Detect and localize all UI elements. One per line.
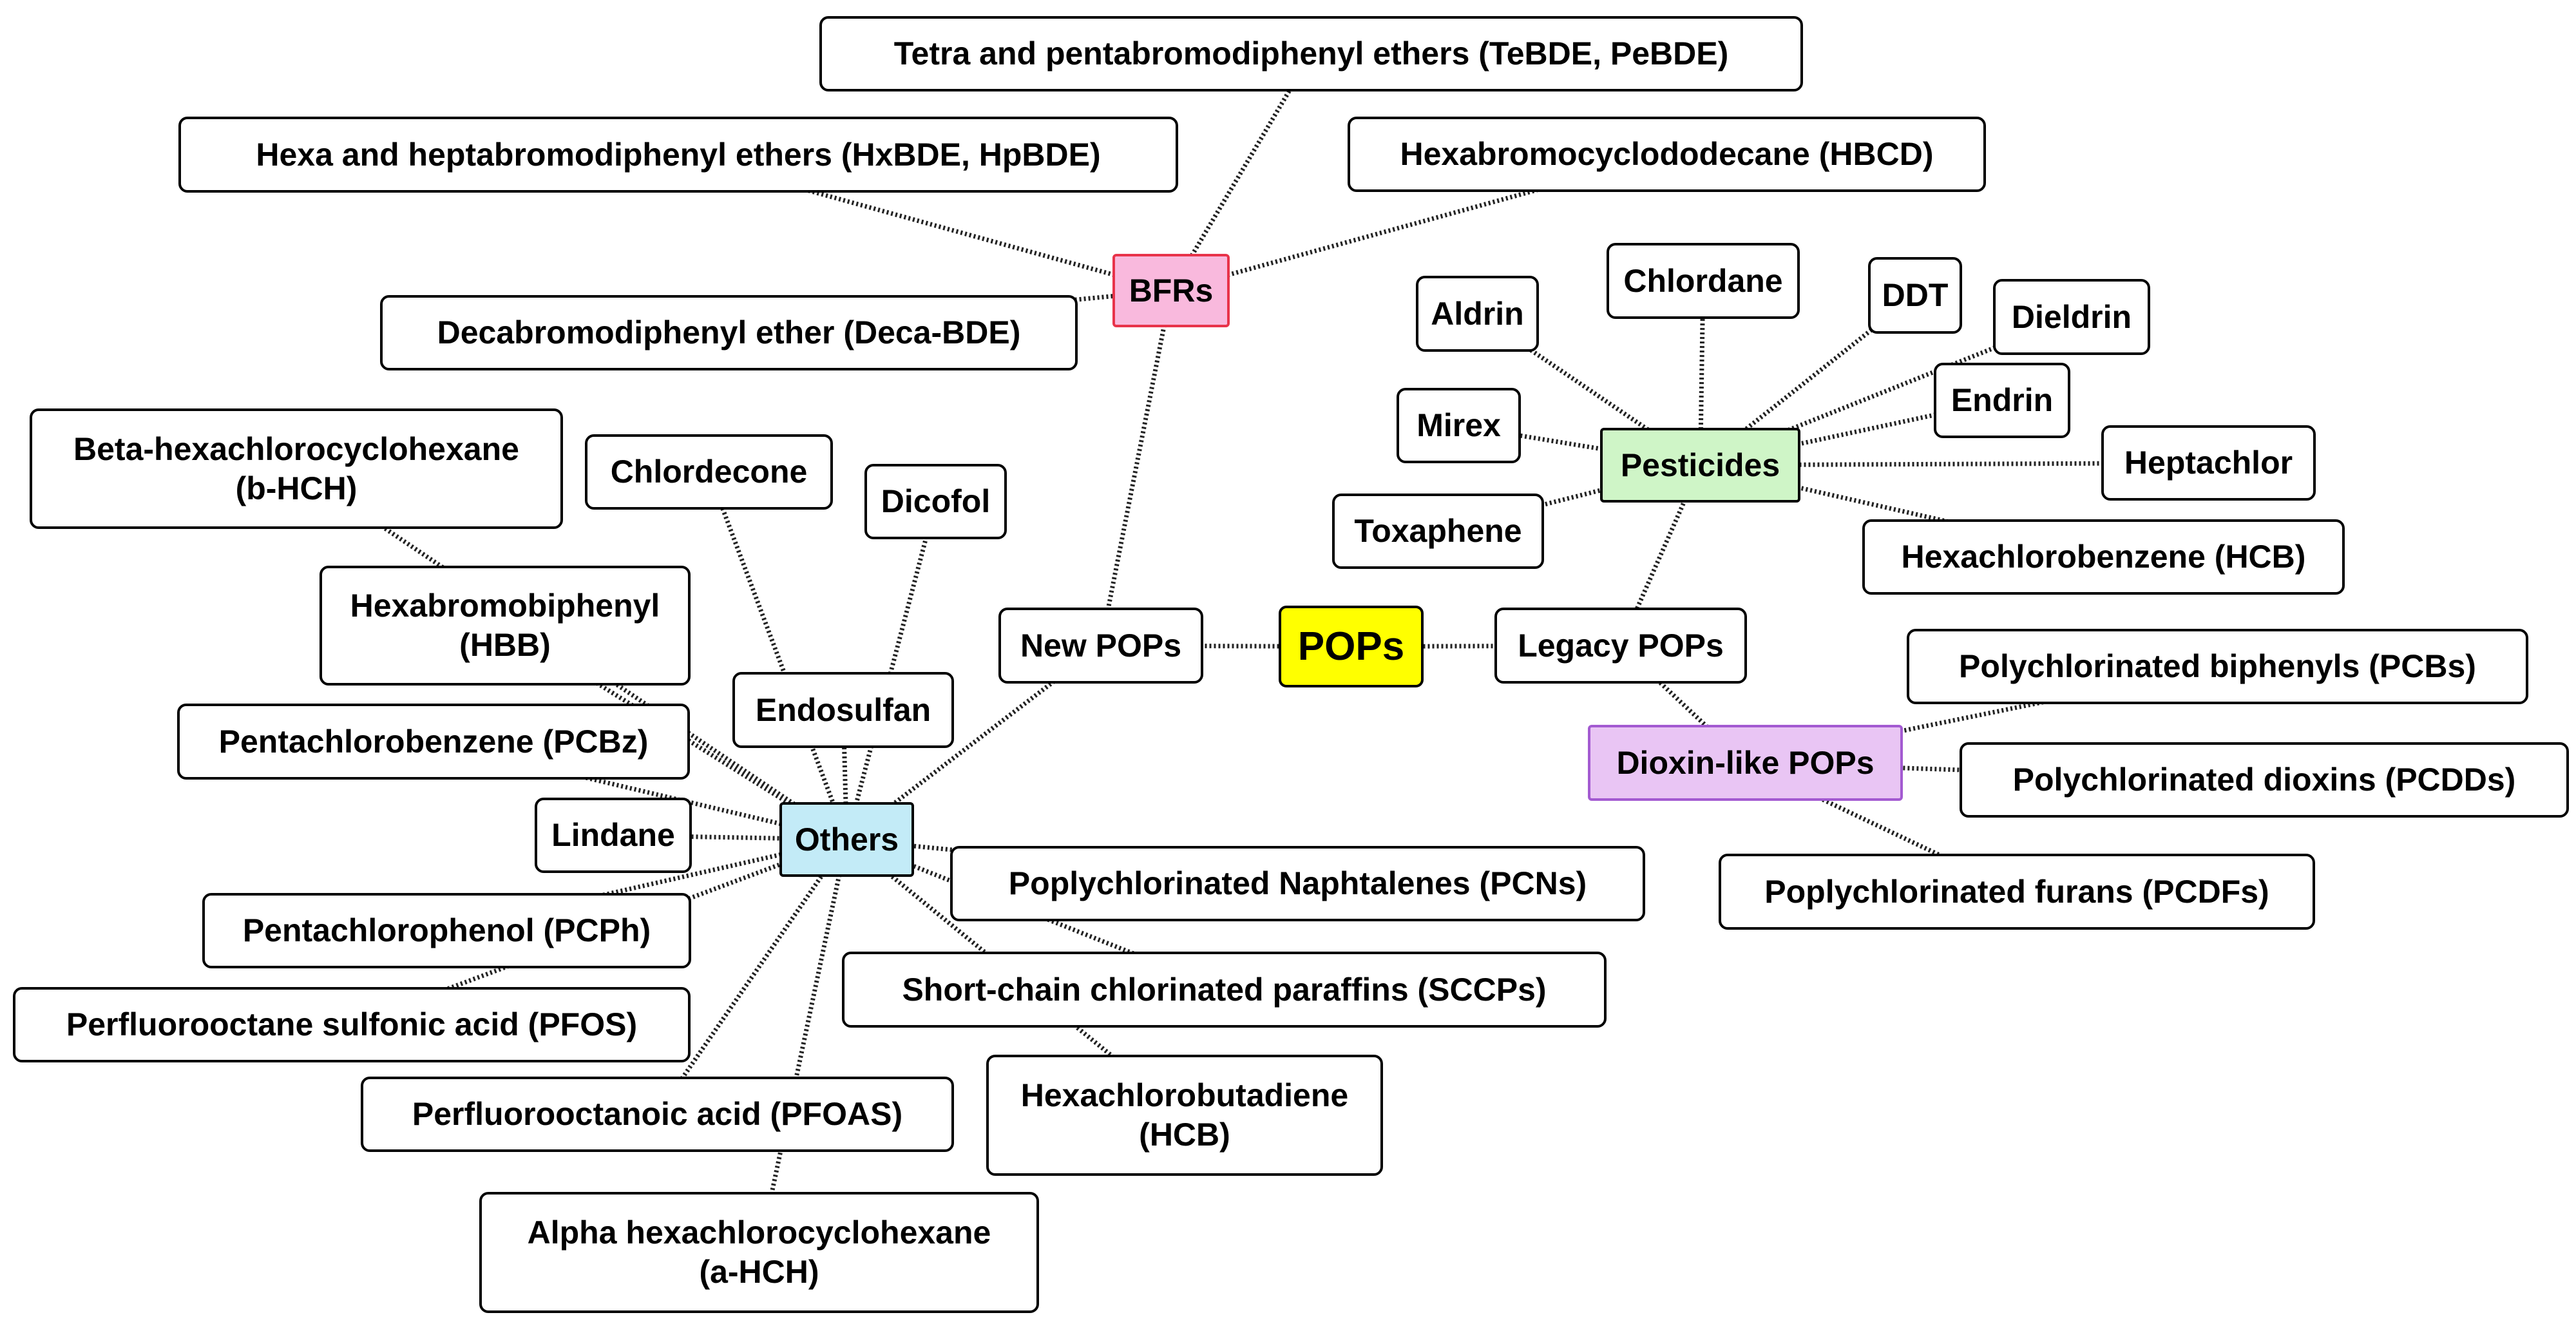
node-hexa-hepta-bde: Hexa and heptabromodiphenyl ethers (HxBD…	[178, 117, 1178, 193]
connector-others-pcbz	[433, 739, 848, 842]
connector-others-chlordecone	[707, 471, 849, 841]
node-pcph: Pentachlorophenol (PCPh)	[202, 893, 691, 968]
node-aldrin: Aldrin	[1416, 276, 1539, 352]
node-hbcd: Hexabromocyclododecane (HBCD)	[1348, 117, 1986, 192]
node-dioxin-like-pops: Dioxin-like POPs	[1588, 725, 1903, 801]
connector-others-pfoas	[655, 838, 849, 1116]
node-chlordane: Chlordane	[1607, 243, 1800, 319]
connector-new-bfrs	[1098, 290, 1174, 646]
node-pcdfs: Poplychlorinated furans (PCDFs)	[1719, 854, 2315, 930]
node-pfos: Perfluorooctane sulfonic acid (PFOS)	[13, 987, 691, 1062]
node-a-hch: Alpha hexachlorocyclohexane (a-HCH)	[479, 1192, 1039, 1313]
node-ddt: DDT	[1868, 257, 1962, 334]
node-legacy-pops: Legacy POPs	[1494, 608, 1747, 684]
node-dicofol: Dicofol	[864, 464, 1007, 539]
connector-others-dicofol	[844, 501, 938, 840]
node-b-hch: Beta-hexachlorocyclohexane (b-HCH)	[30, 408, 563, 529]
node-bfrs: BFRs	[1112, 254, 1230, 327]
node-mirex: Mirex	[1397, 388, 1521, 463]
node-lindane: Lindane	[535, 798, 692, 873]
node-deca-bde: Decabromodiphenyl ether (Deca-BDE)	[380, 295, 1078, 370]
node-chlordecone: Chlordecone	[585, 434, 833, 510]
node-tetra-penta-bde: Tetra and pentabromodiphenyl ethers (TeB…	[819, 16, 1803, 91]
node-dieldrin: Dieldrin	[1993, 279, 2150, 355]
node-pcbs: Polychlorinated biphenyls (PCBs)	[1907, 629, 2528, 704]
node-pcdds: Polychlorinated dioxins (PCDDs)	[1960, 742, 2569, 818]
node-pcbz: Pentachlorobenzene (PCBz)	[177, 704, 690, 780]
node-endosulfan: Endosulfan	[732, 672, 954, 748]
node-sccps: Short-chain chlorinated paraffins (SCCPs…	[842, 952, 1607, 1028]
node-heptachlor: Heptachlor	[2101, 425, 2316, 501]
connector-others-ahch	[757, 839, 849, 1253]
connector-others-endosulfan	[841, 709, 849, 840]
node-pcns: Poplychlorinated Naphtalenes (PCNs)	[950, 846, 1645, 921]
connector-bfrs-tetra	[1169, 52, 1313, 292]
node-new-pops: New POPs	[998, 608, 1203, 684]
node-pesticides: Pesticides	[1600, 428, 1800, 503]
node-others: Others	[779, 802, 914, 877]
node-toxaphene: Toxaphene	[1332, 494, 1544, 569]
node-hbb: Hexabromobiphenyl (HBB)	[320, 566, 691, 686]
connector-pesticides-dieldrin	[1699, 314, 2073, 468]
connector-pesticides-heptachlor	[1700, 461, 2209, 468]
node-endrin: Endrin	[1934, 363, 2070, 438]
node-hcb: Hexachlorobenzene (HCB)	[1862, 519, 2345, 595]
node-pops: POPs	[1279, 606, 1424, 687]
node-hcbd: Hexachlorobutadiene (HCB)	[986, 1055, 1383, 1176]
node-pfoas: Perfluorooctanoic acid (PFOAS)	[361, 1077, 954, 1152]
